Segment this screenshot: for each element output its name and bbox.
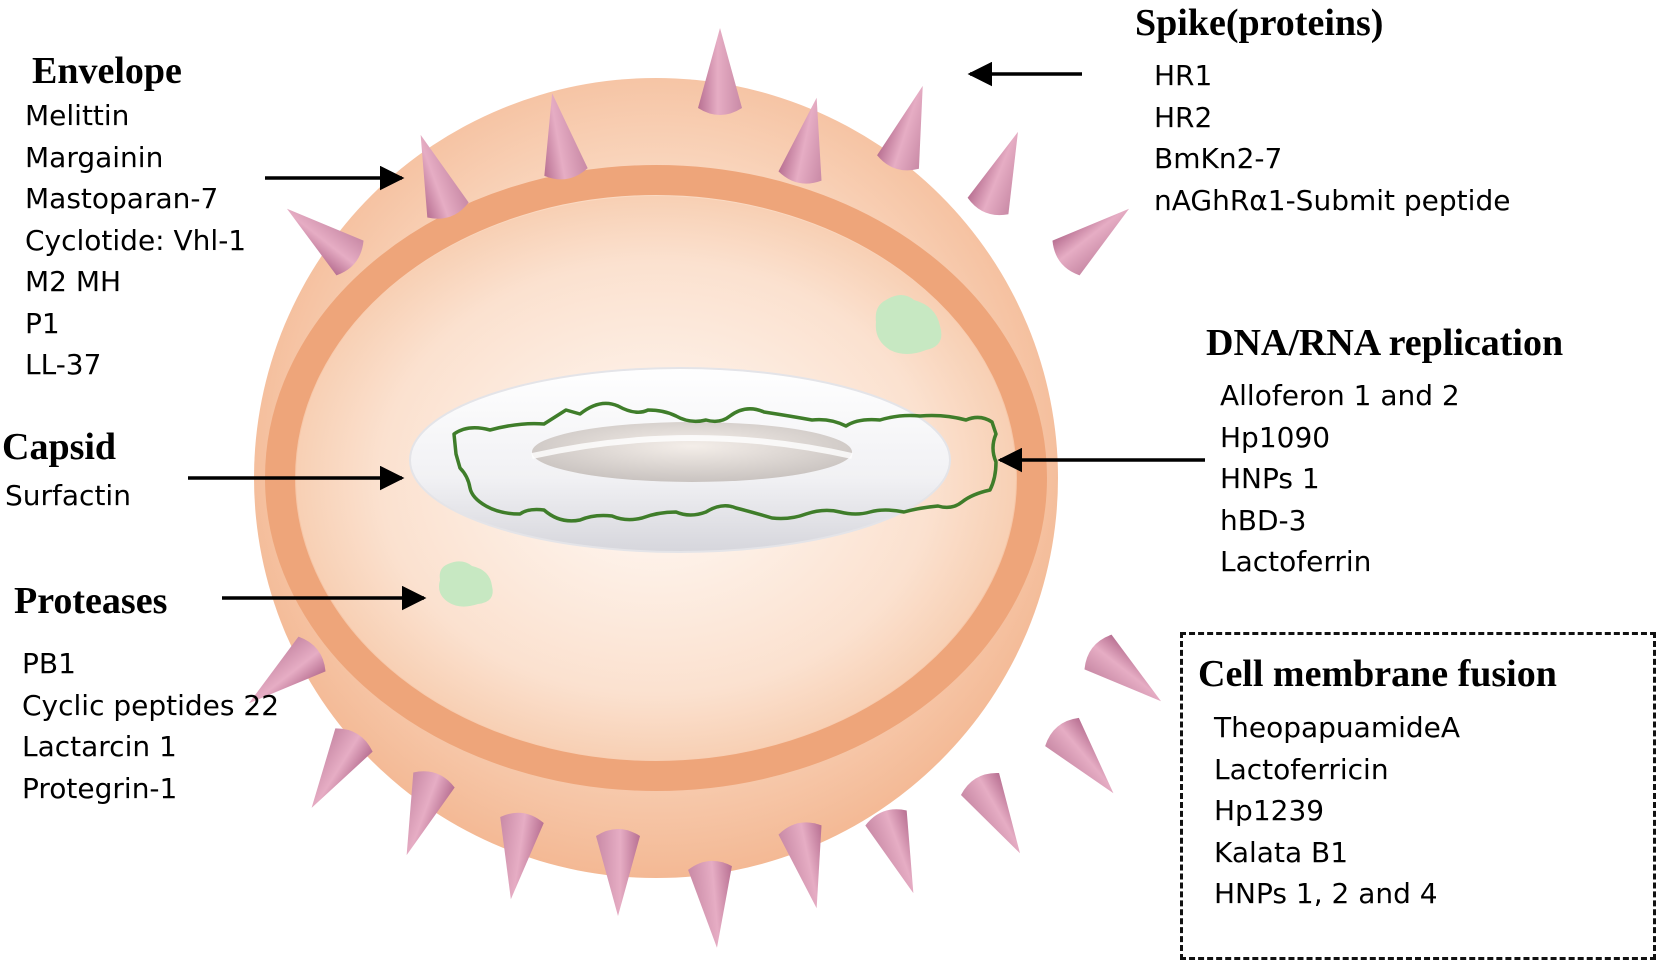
replication-item: Lactoferrin — [1220, 545, 1372, 578]
fusion-title: Cell membrane fusion — [1198, 653, 1557, 695]
spike — [967, 131, 1018, 216]
arrows — [188, 61, 1205, 611]
replication-item: Alloferon 1 and 2 — [1220, 379, 1460, 412]
capsid-ring — [409, 367, 951, 553]
envelope-item: Margainin — [25, 140, 164, 174]
envelope-item: Cyclotide: Vhl-1 — [25, 223, 247, 257]
spike — [406, 771, 455, 856]
spikes — [248, 28, 1162, 948]
fusion-item: TheopapuamideA — [1214, 711, 1461, 744]
proteases-list: PB1 Cyclic peptides 22 Lactarcin 1 Prote… — [22, 643, 279, 809]
replication-item: HNPs 1 — [1220, 462, 1320, 495]
capsid-item: Surfactin — [5, 479, 131, 512]
spike-item: HR2 — [1154, 100, 1213, 134]
fusion-item: HNPs 1, 2 and 4 — [1214, 877, 1438, 910]
spike — [248, 636, 326, 704]
spike — [1045, 717, 1114, 794]
proteases-item: Lactarcin 1 — [22, 730, 177, 763]
replication-item: hBD-3 — [1220, 503, 1307, 537]
capsid-title: Capsid — [2, 426, 117, 468]
envelope-list: Melittin Margainin Mastoparan-7 Cyclotid… — [25, 95, 246, 386]
fusion-item: Lactoferricin — [1214, 752, 1389, 786]
envelope-item: M2 MH — [25, 265, 122, 298]
spike — [778, 97, 822, 184]
spike-item: nAGhRα1-Submit peptide — [1154, 183, 1511, 217]
spike — [286, 208, 364, 276]
envelope-item: Melittin — [25, 99, 130, 132]
fusion-list: TheopapuamideA Lactoferricin Hp1239 Kala… — [1214, 707, 1460, 915]
spike — [1052, 208, 1130, 276]
spike — [500, 812, 544, 900]
spike — [960, 772, 1020, 854]
fusion-box — [1180, 632, 1656, 960]
envelope-item: P1 — [25, 306, 60, 340]
genome-strand — [452, 401, 998, 523]
proteases-item: Protegrin-1 — [22, 771, 178, 805]
proteases-item: Cyclic peptides 22 — [22, 688, 280, 722]
replication-item: Hp1090 — [1220, 420, 1331, 454]
envelope-title: Envelope — [32, 50, 182, 92]
spike — [420, 134, 469, 219]
spike — [544, 93, 588, 180]
spike — [865, 809, 914, 894]
capsid-list: Surfactin — [5, 475, 131, 517]
spike — [311, 728, 373, 808]
spike — [688, 860, 732, 948]
spike-item: BmKn2-7 — [1154, 142, 1283, 175]
fusion-item: Kalata B1 — [1214, 835, 1349, 869]
protein-blob — [439, 561, 493, 607]
replication-list: Alloferon 1 and 2 Hp1090 HNPs 1 hBD-3 La… — [1220, 375, 1460, 583]
proteases-title: Proteases — [14, 580, 168, 622]
spike — [596, 829, 640, 916]
spike — [698, 28, 742, 115]
proteases-item: PB1 — [22, 647, 76, 680]
protein-blob — [875, 295, 942, 354]
envelope-item: LL-37 — [25, 348, 102, 381]
spike-list: HR1 HR2 BmKn2-7 nAGhRα1-Submit peptide — [1154, 55, 1510, 221]
fusion-item: Hp1239 — [1214, 794, 1325, 827]
spike-title: Spike(proteins) — [1135, 2, 1384, 44]
spike — [877, 85, 923, 171]
spike — [1084, 634, 1162, 702]
replication-title: DNA/RNA replication — [1206, 322, 1564, 364]
spike-item: HR1 — [1154, 59, 1213, 92]
envelope-item: Mastoparan-7 — [25, 182, 219, 215]
spike — [778, 822, 822, 909]
